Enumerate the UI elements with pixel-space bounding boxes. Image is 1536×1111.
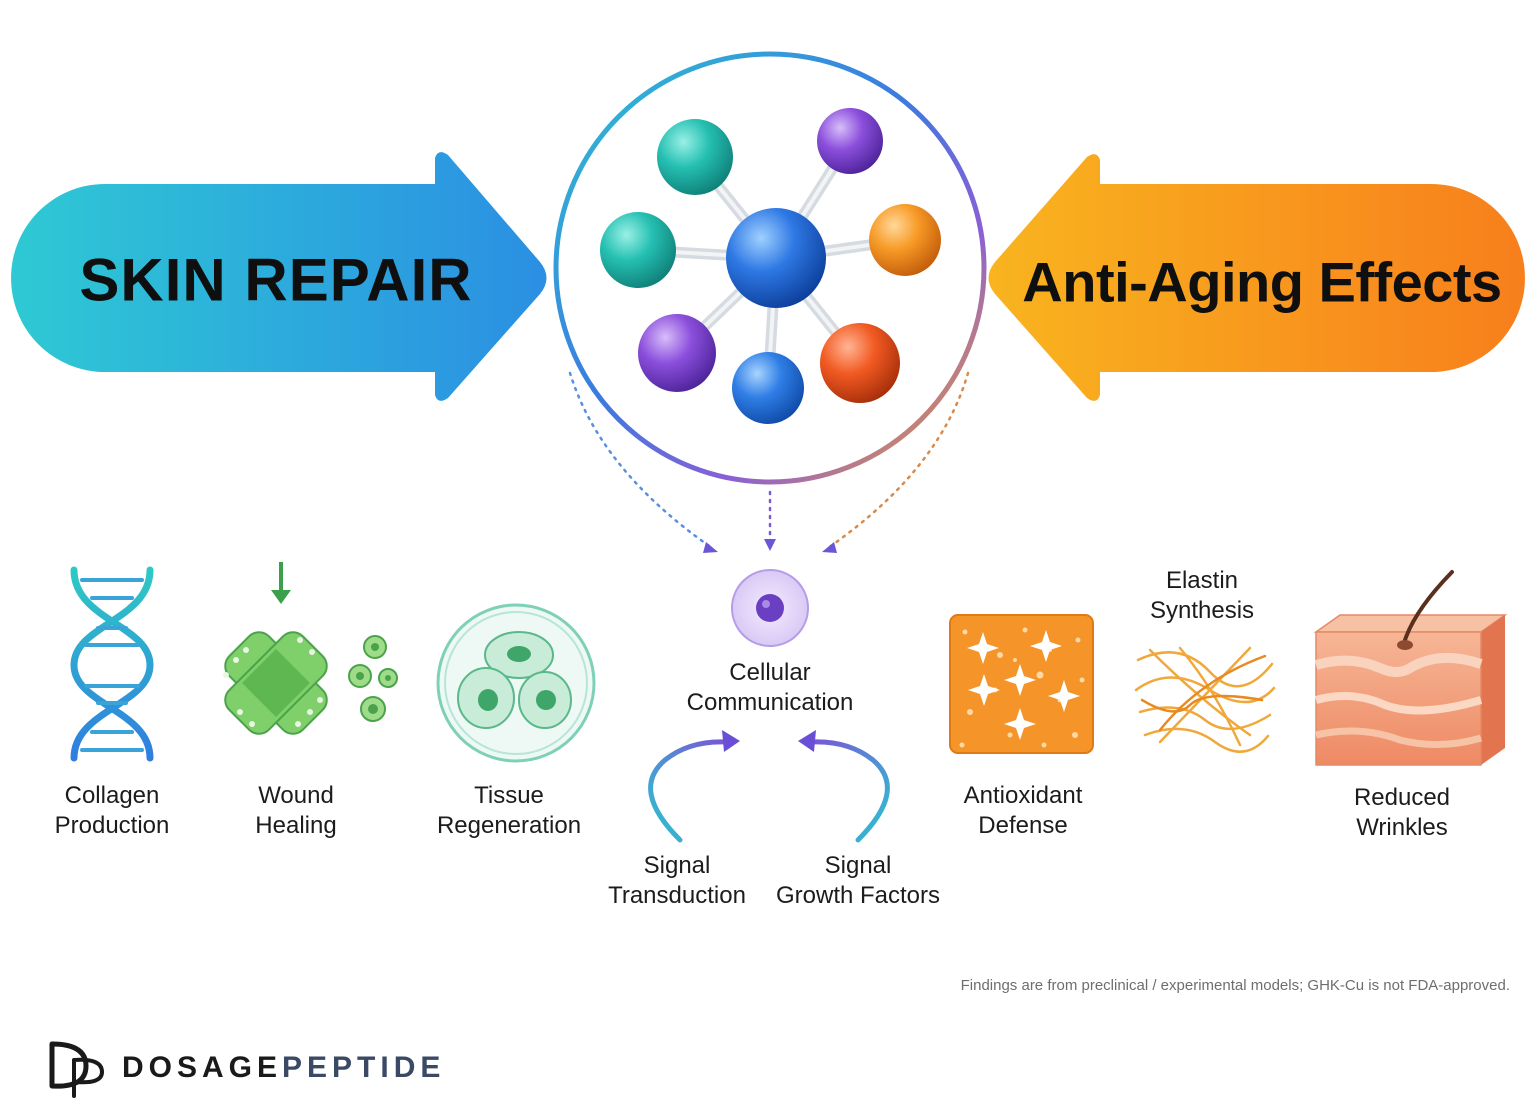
dna-icon xyxy=(70,566,154,762)
skin-layer-icon xyxy=(1313,570,1508,766)
atom-red-bottom xyxy=(820,323,900,403)
atom-blue-bottom xyxy=(732,352,804,424)
signal-transduction-arrow xyxy=(648,730,740,843)
signal-transduction-label: Signal Transduction xyxy=(608,852,746,909)
anti-aging-title: Anti-Aging Effects xyxy=(1022,250,1502,314)
anti-aging-arrow xyxy=(988,154,1525,401)
atom-center xyxy=(726,208,826,308)
reduced-wrinkles-label: Reduced Wrinkles xyxy=(1353,784,1451,841)
cell-icon xyxy=(731,569,809,647)
antioxidant-icon xyxy=(949,614,1094,754)
signal-growth-factors-arrow xyxy=(798,730,890,843)
cells-icon xyxy=(436,603,596,763)
skin-repair-title: SKIN REPAIR xyxy=(79,246,473,314)
atom-orange-right xyxy=(869,204,941,276)
bandage-icon xyxy=(223,562,398,735)
skin-repair-arrow xyxy=(11,152,547,401)
elastin-fibers-icon xyxy=(1134,646,1276,753)
dotted-arrows xyxy=(568,371,970,550)
antioxidant-defense-label: Antioxidant Defense xyxy=(963,782,1083,839)
atom-purple-bottom xyxy=(638,314,716,392)
collagen-production-label: Collagen Production xyxy=(54,782,170,839)
disclaimer-text: Findings are from preclinical / experime… xyxy=(960,977,1510,994)
atom-teal-top xyxy=(657,119,733,195)
atom-purple-top xyxy=(817,108,883,174)
brand-logo: DOSAGEPEPTIDE xyxy=(44,1038,445,1098)
brand-wordmark: DOSAGEPEPTIDE xyxy=(122,1051,446,1084)
wound-healing-label: Wound Healing xyxy=(255,782,337,839)
signal-growth-factors-label: Signal Growth Factors xyxy=(775,852,941,909)
dp-monogram-icon xyxy=(49,1041,105,1098)
tissue-regeneration-label: Tissue Regeneration xyxy=(436,782,582,839)
atom-teal-left xyxy=(600,212,676,288)
elastin-synthesis-label: Elastin Synthesis xyxy=(1149,567,1255,624)
cellular-communication-label: Cellular Communication xyxy=(686,659,854,716)
